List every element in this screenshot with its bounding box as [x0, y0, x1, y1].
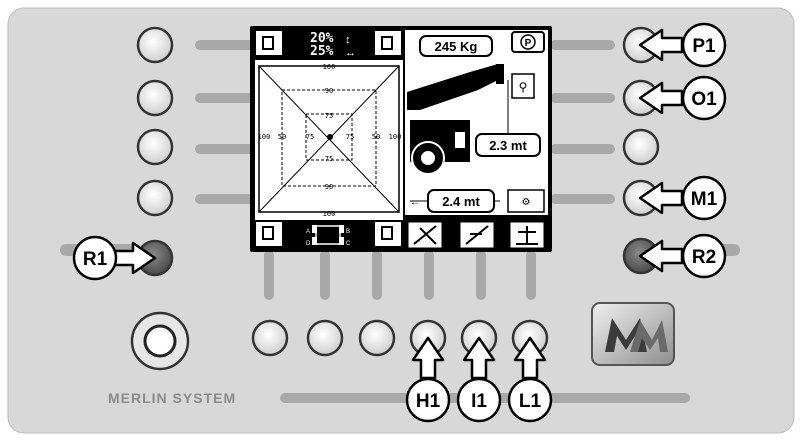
svg-text:B: B [346, 229, 350, 235]
p1-label-circle [681, 22, 727, 68]
top-pct-horizontal: 25% [310, 44, 334, 59]
right-button-3[interactable] [622, 128, 660, 166]
grid-mid-left: 50 [278, 133, 286, 141]
r1-label: R1 [83, 249, 108, 270]
gauge-icon: ⚙ [522, 197, 531, 208]
screen-bottom-left-icon[interactable] [256, 222, 282, 246]
svg-text:C: C [346, 241, 351, 247]
merlo-logo [591, 302, 675, 366]
grid-mid-top: 90 [325, 87, 333, 95]
horizontal-arrow-icon: ↔ [345, 47, 356, 59]
left-button-3[interactable] [136, 128, 174, 166]
r2-label: R2 [692, 247, 716, 268]
reach-tool-icon[interactable] [507, 189, 545, 213]
o1-label: O1 [691, 89, 717, 110]
reach-value: 2.4 mt [442, 194, 480, 209]
p1-label: P1 [692, 36, 716, 57]
grid-left-label: 100 [258, 133, 271, 141]
reach-box [427, 189, 495, 213]
screen-bottom-right-icon[interactable] [375, 222, 401, 246]
left-button-1[interactable] [136, 26, 174, 64]
hook-icon: ⚲ [519, 80, 528, 94]
bottom-button-1[interactable] [251, 319, 289, 357]
stability-chart [255, 60, 403, 220]
display-screen: 20% 25% ↕ ↔ 100 100 100 100 90 90 50 50 … [250, 26, 552, 252]
vertical-arrow-icon: ↕ [345, 34, 351, 46]
svg-text:A: A [306, 229, 310, 235]
tool-icon[interactable] [511, 73, 535, 99]
reach-left-arrow: ← [410, 197, 420, 208]
left-button-4[interactable] [136, 179, 174, 217]
height-value: 2.3 mt [489, 138, 527, 153]
parking-indicator [511, 31, 545, 53]
l1-label: L1 [519, 391, 542, 412]
wheels-diagram: A B C D [306, 225, 351, 247]
left-button-2[interactable] [136, 79, 174, 117]
l1-label-circle [507, 377, 553, 423]
brand-text: MERLIN SYSTEM [108, 390, 236, 406]
m1-label: M1 [691, 189, 718, 210]
h1-label: H1 [416, 391, 441, 412]
r1-label-circle [72, 235, 118, 281]
screen-h1-icon[interactable] [407, 221, 443, 249]
grid-mid-bottom: 90 [325, 183, 333, 191]
m1-label-circle [681, 175, 727, 221]
grid-top-label: 100 [323, 63, 336, 71]
telehandler-icon [407, 64, 509, 175]
h1-label-circle [405, 377, 451, 423]
r2-label-circle [681, 233, 727, 279]
grid-inner-left: 75 [306, 133, 314, 141]
top-pct-vertical: 20% [310, 31, 334, 46]
bottom-button-2[interactable] [306, 319, 344, 357]
height-box [475, 133, 541, 157]
svg-text:D: D [306, 241, 311, 247]
load-box [419, 35, 493, 57]
parking-letter: P [525, 38, 532, 49]
screen-top-left-icon[interactable] [256, 31, 282, 55]
i1-label-circle [456, 377, 502, 423]
grid-inner-bottom: 75 [325, 155, 333, 163]
o1-label-circle [681, 75, 727, 121]
grid-bottom-label: 100 [323, 210, 336, 218]
grid-mid-right: 50 [372, 133, 380, 141]
grid-inner-top: 75 [325, 112, 333, 120]
load-value: 245 Kg [435, 39, 478, 54]
grid-right-label: 100 [389, 133, 402, 141]
i1-label: I1 [471, 391, 487, 412]
main-button-inner [143, 324, 177, 358]
bottom-grooves [264, 250, 536, 300]
screen-top-right-icon[interactable] [375, 31, 401, 55]
grid-inner-right: 75 [346, 133, 354, 141]
bottom-button-3[interactable] [358, 319, 396, 357]
